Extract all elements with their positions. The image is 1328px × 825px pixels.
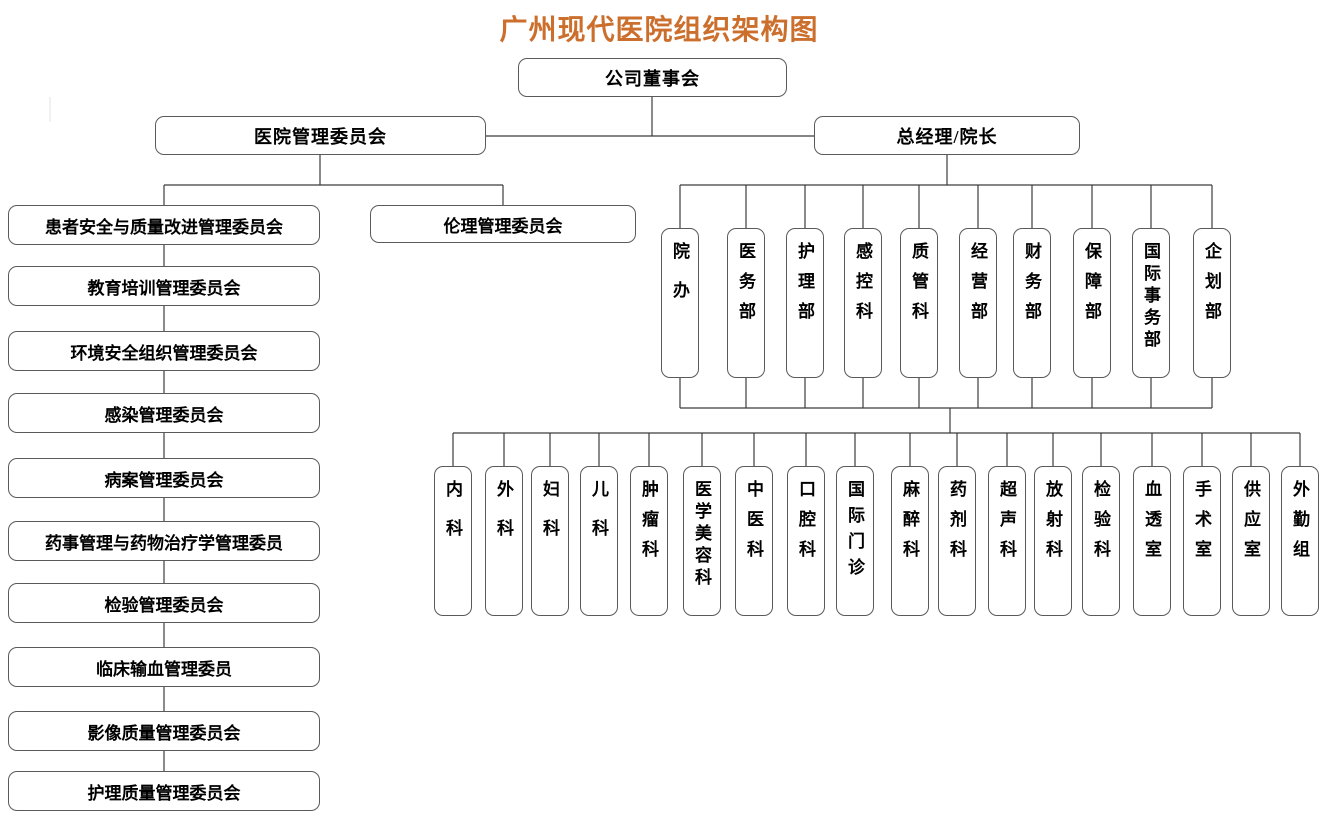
committee-box: 临床输血管理委员 [8,647,320,687]
admin-dept-box: 感控科 [844,228,882,378]
committee-box: 护理质量管理委员会 [8,771,320,811]
committee-box: 药事管理与药物治疗学管理委员 [8,521,320,561]
clinical-dept-box: 口腔科 [787,466,825,616]
clinical-dept-box: 国际门诊 [836,466,874,616]
clinical-dept-box: 医学美容科 [683,466,721,616]
clinical-dept-box: 放射科 [1034,466,1072,616]
clinical-dept-box: 外科 [485,466,523,616]
committee-box: 影像质量管理委员会 [8,711,320,751]
clinical-dept-box: 麻醉科 [891,466,929,616]
clinical-dept-box: 供应室 [1232,466,1270,616]
committee-box: 患者安全与质量改进管理委员会 [8,205,320,245]
committee-box: 教育培训管理委员会 [8,266,320,306]
clinical-dept-box: 外勤组 [1281,466,1319,616]
admin-dept-box: 企划部 [1193,228,1231,378]
clinical-dept-box: 检验科 [1082,466,1120,616]
admin-dept-box: 院办 [661,228,699,378]
org-node-board: 公司董事会 [518,58,787,97]
committee-box: 感染管理委员会 [8,393,320,433]
committee-box: 病案管理委员会 [8,458,320,498]
page-title: 广州现代医院组织架构图 [499,15,819,46]
clinical-dept-box: 血透室 [1133,466,1171,616]
admin-dept-box: 医务部 [727,228,765,378]
clinical-dept-box: 内科 [434,466,472,616]
admin-dept-box: 保障部 [1073,228,1111,378]
clinical-dept-box: 儿科 [580,466,618,616]
committee-box: 环境安全组织管理委员会 [8,331,320,371]
org-node-hospital-management-committee: 医院管理委员会 [155,116,486,155]
clinical-dept-box: 中医科 [735,466,773,616]
admin-dept-box: 经营部 [959,228,997,378]
clinical-dept-box: 妇科 [531,466,569,616]
clinical-dept-box: 手术室 [1183,466,1221,616]
clinical-dept-box: 超声科 [988,466,1026,616]
clinical-dept-box: 药剂科 [938,466,976,616]
org-node-ethics-committee: 伦理管理委员会 [370,205,636,243]
clinical-dept-box: 肿瘤科 [630,466,668,616]
admin-dept-box: 护理部 [786,228,824,378]
admin-dept-box: 质管科 [900,228,938,378]
committee-box: 检验管理委员会 [8,583,320,623]
admin-dept-box: 国际事务部 [1132,228,1170,378]
admin-dept-box: 财务部 [1013,228,1051,378]
org-node-general-manager: 总经理/院长 [814,116,1080,155]
